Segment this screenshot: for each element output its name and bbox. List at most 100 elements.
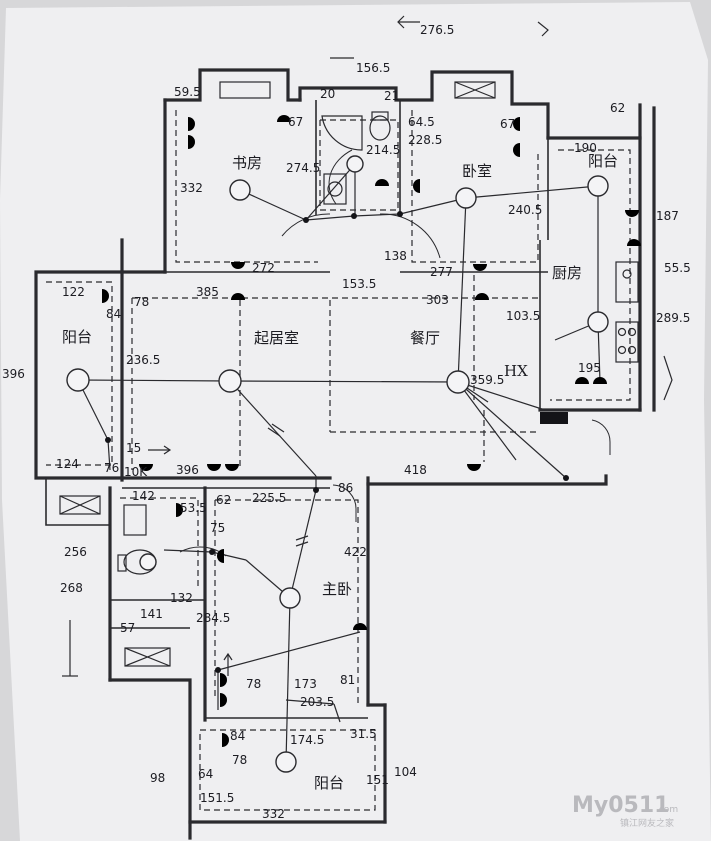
dim-bedroom-top: 64.5 bbox=[408, 115, 435, 129]
dim-balcony-190: 190 bbox=[574, 141, 597, 155]
dimension-labels: 276.5 156.5 59.5 20 21 64.5 228.5 62 190… bbox=[2, 23, 691, 821]
room-label-kitchen: 厨房 bbox=[552, 264, 582, 282]
walls bbox=[34, 68, 656, 840]
dim-balcony-124: 124 bbox=[56, 457, 79, 471]
watermark: My0511 .com 镇江网友之家 bbox=[572, 793, 678, 829]
dim-master-78b: 78 bbox=[232, 753, 247, 767]
dim-living-10k: 10K bbox=[124, 465, 148, 479]
room-label-bedroom: 卧室 bbox=[462, 162, 492, 180]
dim-corridor-138: 138 bbox=[384, 249, 407, 263]
dim-balcony-151b: 151.5 bbox=[200, 791, 234, 805]
lamp-balcony-s bbox=[275, 751, 297, 773]
dim-bedroom-right: 240.5 bbox=[508, 203, 542, 217]
dim-study-top-left: 59.5 bbox=[174, 85, 201, 99]
room-label-living: 起居室 bbox=[254, 329, 299, 347]
ceiling-lamps bbox=[66, 155, 609, 773]
dim-master-31: 31.5 bbox=[350, 727, 377, 741]
dim-balcony-332: 332 bbox=[262, 807, 285, 821]
dim-corridor-62: 62 bbox=[216, 493, 231, 507]
dim-study-332: 332 bbox=[180, 181, 203, 195]
dim-kitchen-103: 103.5 bbox=[506, 309, 540, 323]
dim-corridor-225: 225.5 bbox=[252, 491, 286, 505]
room-label-balcony-ne: 阳台 bbox=[588, 152, 618, 170]
dim-bath2-132: 132 bbox=[170, 591, 193, 605]
lamp-bath bbox=[346, 155, 364, 173]
dim-bath-21: 21 bbox=[384, 89, 399, 103]
dim-bedroom-228: 228.5 bbox=[408, 133, 442, 147]
dim-balcony-104: 104 bbox=[394, 765, 417, 779]
room-labels: 书房 卧室 阳台 厨房 阳台 起居室 餐厅 主卧 阳台 HX bbox=[62, 152, 618, 792]
dim-top-total: 276.5 bbox=[420, 23, 454, 37]
room-label-study: 书房 bbox=[232, 154, 262, 172]
fixtures bbox=[59, 81, 639, 667]
watermark-logo: My0511 bbox=[572, 793, 669, 818]
dim-bath2-256: 256 bbox=[64, 545, 87, 559]
dim-kitchen-55: 55.5 bbox=[664, 261, 691, 275]
dim-master-84: 84 bbox=[230, 729, 245, 743]
dim-right-289: 289.5 bbox=[656, 311, 690, 325]
dim-study-right: 274.5 bbox=[286, 161, 320, 175]
dim-left-396: 396 bbox=[2, 367, 25, 381]
dim-corridor-86: 86 bbox=[338, 481, 353, 495]
dim-bath2-268: 268 bbox=[60, 581, 83, 595]
room-label-balcony-w: 阳台 bbox=[62, 328, 92, 346]
wiring bbox=[77, 163, 601, 763]
dim-corridor-303: 303 bbox=[426, 293, 449, 307]
dim-corridor-277: 277 bbox=[430, 265, 453, 279]
lamp-bedroom bbox=[455, 187, 477, 209]
room-label-master: 主卧 bbox=[322, 580, 352, 598]
dim-balcony-76: 76 bbox=[104, 461, 119, 475]
lamp-master bbox=[279, 587, 301, 609]
dim-master-203: 203.5 bbox=[300, 695, 334, 709]
lamp-balcony-ne bbox=[587, 175, 609, 197]
watermark-tagline: 镇江网友之家 bbox=[620, 817, 674, 829]
dim-scribble-64: 64 bbox=[198, 767, 213, 781]
dim-balcony-122: 122 bbox=[62, 285, 85, 299]
dim-master-174: 174.5 bbox=[290, 733, 324, 747]
room-label-dining: 餐厅 bbox=[410, 329, 440, 347]
junction-dots bbox=[105, 211, 569, 673]
dim-master-78: 78 bbox=[246, 677, 261, 691]
watermark-domain: .com bbox=[656, 805, 678, 815]
dim-bath2-75: 75 bbox=[210, 521, 225, 535]
lamp-kitchen bbox=[587, 311, 609, 333]
dim-master-81: 81 bbox=[340, 673, 355, 687]
dim-kitchen-195: 195 bbox=[578, 361, 601, 375]
hand-arrows bbox=[62, 15, 673, 677]
dim-kitchen-187: 187 bbox=[656, 209, 679, 223]
dim-master-284: 284.5 bbox=[196, 611, 230, 625]
dim-living-396b: 396 bbox=[176, 463, 199, 477]
dim-bath-20: 20 bbox=[320, 87, 335, 101]
dim-study-67: 67 bbox=[288, 115, 303, 129]
dim-living-385: 385 bbox=[196, 285, 219, 299]
dim-bedroom-67: 67 bbox=[500, 117, 515, 131]
dim-master-422: 422 bbox=[344, 545, 367, 559]
dim-balcony-84: 84 bbox=[106, 307, 121, 321]
dim-bath2-53: 53.5 bbox=[180, 501, 207, 515]
lamp-balcony-w bbox=[66, 368, 90, 392]
meter-box-label: HX bbox=[504, 362, 528, 380]
dim-master-173: 173 bbox=[294, 677, 317, 691]
dim-dining-359: 359.5 bbox=[470, 373, 504, 387]
dim-living-236: 236.5 bbox=[126, 353, 160, 367]
dim-bath-top: 156.5 bbox=[356, 61, 390, 75]
dim-balcony-78: 78 bbox=[134, 295, 149, 309]
dim-bath2-142: 142 bbox=[132, 489, 155, 503]
lamp-dining bbox=[446, 370, 470, 394]
dim-living-15: 15 bbox=[126, 441, 141, 455]
dim-dining-418: 418 bbox=[404, 463, 427, 477]
lamp-bath2 bbox=[139, 553, 157, 571]
dim-balcony-151: 151 bbox=[366, 773, 389, 787]
dim-scribble-98: 98 bbox=[150, 771, 165, 785]
dim-study-bottom: 272 bbox=[252, 261, 275, 275]
lamp-study bbox=[229, 179, 251, 201]
dim-corridor-153: 153.5 bbox=[342, 277, 376, 291]
dim-bath2-141: 141 bbox=[140, 607, 163, 621]
lamp-living bbox=[218, 369, 242, 393]
dim-bath2-57: 57 bbox=[120, 621, 135, 635]
dim-balcony-62: 62 bbox=[610, 101, 625, 115]
dim-bath-214: 214.5 bbox=[366, 143, 400, 157]
room-label-balcony-s: 阳台 bbox=[314, 774, 344, 792]
